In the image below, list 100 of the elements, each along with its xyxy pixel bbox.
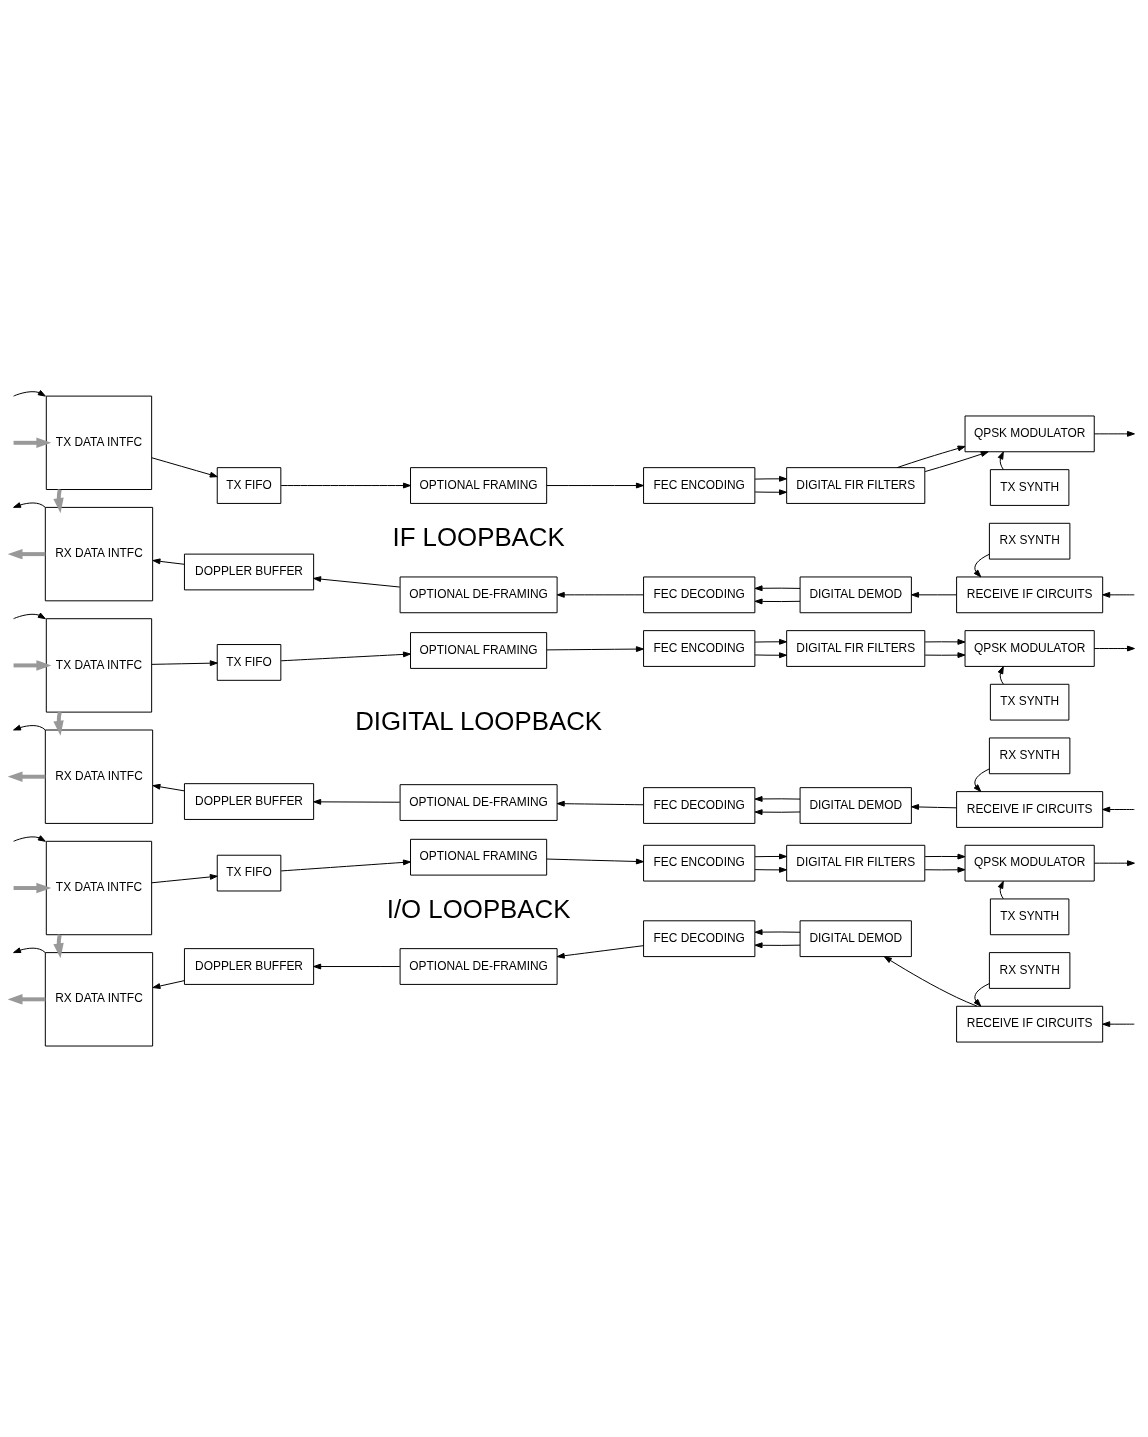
node-box: DOPPLER BUFFER	[183, 948, 315, 985]
arrow	[997, 666, 1004, 685]
arrow	[152, 783, 185, 792]
arrow	[13, 502, 46, 508]
arrow	[13, 724, 46, 731]
arrow	[754, 809, 801, 816]
label: DIGITAL LOOPBACK	[355, 707, 603, 736]
arrow	[911, 804, 957, 810]
arrow	[13, 437, 52, 449]
arrow	[924, 451, 989, 473]
arrow	[1093, 860, 1135, 867]
label: I/O LOOPBACK	[386, 895, 571, 924]
arrow	[13, 882, 52, 894]
node-box: RX DATA INTFC	[44, 952, 154, 1047]
arrow	[924, 853, 966, 860]
node-box: RECEIVE IF CIRCUITS	[956, 791, 1104, 828]
node-box: OPTIONAL DE-FRAMING	[399, 784, 558, 821]
node-box: TX FIFO	[216, 854, 282, 892]
arrow	[754, 489, 787, 496]
arrow	[313, 963, 401, 970]
arrow	[280, 859, 411, 872]
arrow	[8, 771, 46, 782]
node-box: DOPPLER BUFFER	[183, 553, 315, 591]
label: IF LOOPBACK	[392, 523, 565, 552]
node-box: QPSK MODULATOR	[964, 844, 1095, 882]
node-box: OPTIONAL FRAMING	[410, 838, 548, 876]
arrow	[546, 646, 644, 652]
node-box: DIGITAL FIR FILTERS	[786, 844, 926, 882]
node-box: TX FIFO	[216, 644, 282, 681]
arrow	[997, 880, 1004, 900]
node-box: FEC DECODING	[643, 920, 756, 958]
arrow	[883, 956, 978, 1007]
node-box: DIGITAL DEMOD	[799, 920, 912, 958]
node-box: FEC DECODING	[643, 576, 756, 614]
arrow	[152, 980, 185, 989]
arrow	[754, 796, 801, 802]
node-box: DIGITAL FIR FILTERS	[786, 467, 926, 504]
node-box: FEC ENCODING	[643, 844, 756, 882]
arrow	[13, 390, 46, 397]
arrow	[973, 983, 990, 1007]
arrow	[973, 553, 990, 578]
arrow	[8, 548, 46, 560]
arrow	[280, 482, 411, 489]
arrow	[754, 598, 801, 605]
arrow	[556, 945, 644, 959]
arrow	[556, 800, 644, 807]
node-box: FEC DECODING	[643, 787, 756, 824]
arrow	[754, 942, 801, 949]
arrow	[1093, 430, 1135, 437]
node-box: TX SYNTH	[989, 683, 1070, 721]
arrow	[556, 591, 644, 598]
arrow	[754, 652, 787, 659]
node-box: RECEIVE IF CIRCUITS	[956, 1005, 1104, 1043]
arrow	[13, 612, 46, 620]
node-box: FEC ENCODING	[643, 467, 756, 504]
arrow	[151, 457, 218, 478]
arrow	[13, 660, 52, 671]
arrow	[13, 835, 46, 842]
arrow	[152, 558, 185, 565]
node-box: OPTIONAL FRAMING	[410, 632, 548, 669]
node-box: RX DATA INTFC	[44, 506, 154, 602]
node-box: OPTIONAL DE-FRAMING	[399, 948, 558, 985]
node-box: RX SYNTH	[988, 522, 1071, 560]
node-box: DIGITAL DEMOD	[799, 576, 912, 614]
node-box: RECEIVE IF CIRCUITS	[956, 576, 1104, 614]
node-box: FEC ENCODING	[643, 630, 756, 667]
arrow	[8, 994, 46, 1005]
node-box: TX DATA INTFC	[45, 618, 153, 713]
arrow	[313, 798, 401, 805]
node-box: TX SYNTH	[989, 469, 1070, 506]
arrow	[1102, 591, 1135, 598]
arrow	[151, 874, 218, 884]
arrow	[546, 858, 644, 865]
node-box: TX SYNTH	[989, 898, 1070, 936]
node-box: DIGITAL FIR FILTERS	[786, 630, 926, 667]
arrow	[313, 576, 401, 588]
arrow	[924, 639, 966, 645]
arrow	[754, 585, 801, 592]
node-box: TX FIFO	[216, 467, 282, 504]
node-box: OPTIONAL DE-FRAMING	[399, 576, 558, 614]
arrow	[754, 638, 787, 645]
arrow	[13, 947, 46, 954]
node-box: DOPPLER BUFFER	[183, 783, 315, 820]
node-box: RX DATA INTFC	[44, 729, 154, 824]
arrow	[924, 652, 966, 659]
arrow	[1102, 806, 1135, 813]
arrow	[997, 451, 1004, 470]
arrow	[896, 445, 966, 469]
arrow	[546, 482, 644, 489]
arrow	[1102, 1021, 1135, 1028]
arrow	[754, 853, 787, 860]
node-box: OPTIONAL FRAMING	[410, 467, 548, 504]
arrow	[911, 591, 957, 598]
node-box: TX DATA INTFC	[45, 395, 153, 490]
node-box: QPSK MODULATOR	[964, 630, 1095, 667]
arrow	[754, 866, 787, 873]
node-box: DIGITAL DEMOD	[799, 787, 912, 824]
arrow	[151, 660, 218, 667]
node-box: TX DATA INTFC	[45, 840, 153, 936]
arrow	[280, 651, 411, 662]
